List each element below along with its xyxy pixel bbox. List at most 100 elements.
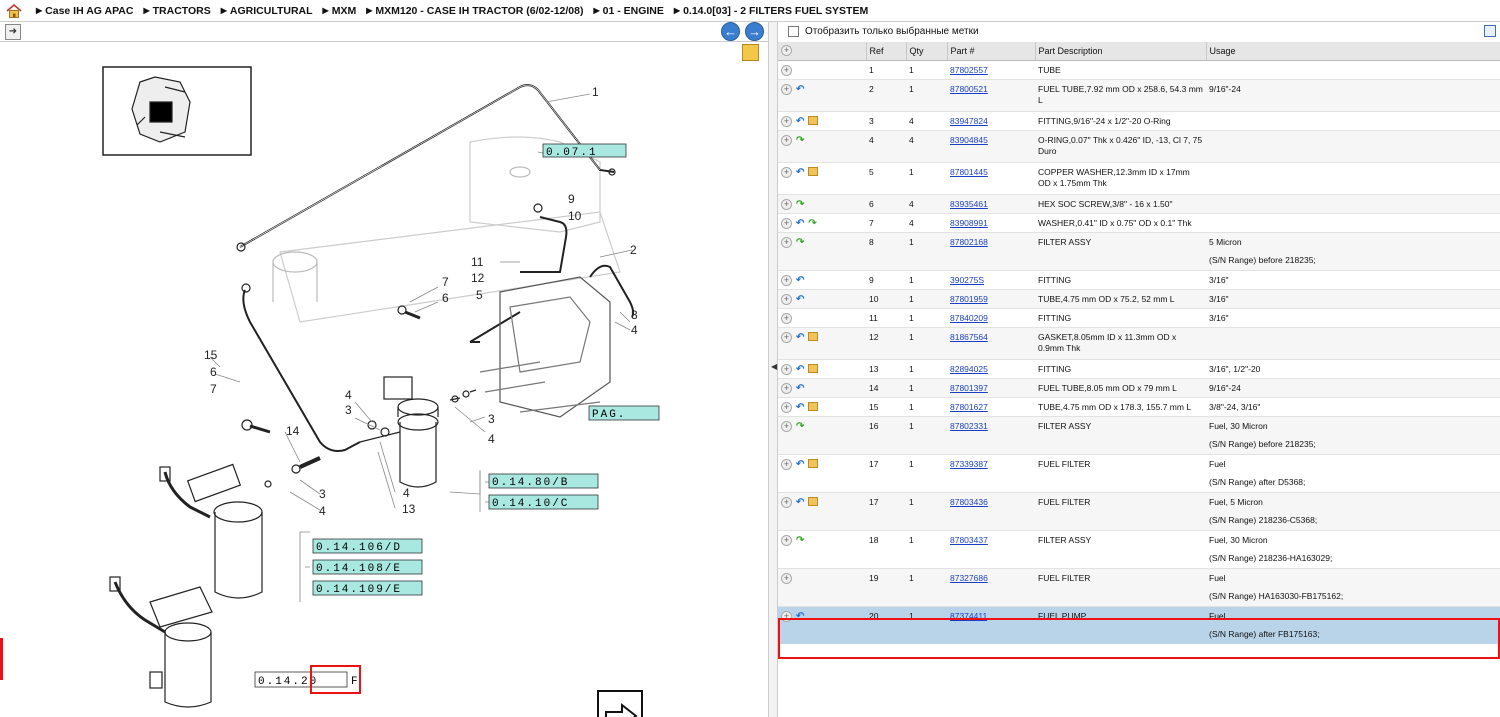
- breadcrumb-item[interactable]: ▶Case IH AG APAC: [36, 4, 134, 17]
- breadcrumb-item[interactable]: ▶AGRICULTURAL: [220, 4, 313, 17]
- breadcrumb-item[interactable]: ▶0.14.0[03] - 2 FILTERS FUEL SYSTEM: [673, 4, 869, 17]
- replace-part-icon[interactable]: ↶: [796, 458, 805, 470]
- export-diagram-icon[interactable]: ➜: [5, 24, 21, 40]
- part-number-link[interactable]: 87801959: [950, 293, 988, 304]
- col-expand[interactable]: +: [778, 42, 867, 61]
- alt-part-icon[interactable]: ↷: [796, 198, 805, 210]
- table-row-usage-detail[interactable]: (S/N Range) after D5368;: [778, 473, 1500, 492]
- col-qty[interactable]: Qty: [906, 42, 948, 61]
- home-icon[interactable]: [6, 3, 22, 18]
- exploded-diagram[interactable]: 1 2 3 4 5 6 7 9 10 11 12 13 14 15 6 7 4 …: [0, 42, 768, 717]
- part-number-link[interactable]: 83904845: [950, 134, 988, 145]
- part-number-link[interactable]: 87800521: [950, 83, 988, 94]
- expand-row-icon[interactable]: +: [781, 198, 792, 210]
- part-number-link[interactable]: 83908991: [950, 217, 988, 228]
- col-usage[interactable]: Usage: [1206, 42, 1500, 61]
- part-number-link[interactable]: 87803437: [950, 534, 988, 545]
- alt-part-icon[interactable]: ↷: [796, 236, 805, 248]
- replace-part-icon[interactable]: ↶: [796, 382, 805, 394]
- package-icon[interactable]: [808, 458, 819, 468]
- breadcrumb-item[interactable]: ▶TRACTORS: [143, 4, 211, 17]
- table-row-usage-detail[interactable]: (S/N Range) after FB175163;: [778, 625, 1500, 644]
- expand-row-icon[interactable]: +: [781, 83, 792, 95]
- replace-part-icon[interactable]: ↶: [796, 83, 805, 95]
- breadcrumb-item[interactable]: ▶MXM120 - CASE IH TRACTOR (6/02-12/08): [366, 4, 584, 17]
- expand-row-icon[interactable]: +: [781, 236, 792, 248]
- package-icon[interactable]: [808, 363, 819, 373]
- part-number-link[interactable]: 87801627: [950, 401, 988, 412]
- replace-part-icon[interactable]: ↶: [796, 293, 805, 305]
- expand-row-icon[interactable]: +: [781, 64, 792, 76]
- replace-part-icon[interactable]: ↶: [796, 363, 805, 375]
- package-icon[interactable]: [808, 401, 819, 411]
- expand-row-icon[interactable]: +: [781, 363, 792, 375]
- part-number-link[interactable]: 87801445: [950, 166, 988, 177]
- breadcrumb-item[interactable]: ▶MXM: [322, 4, 357, 17]
- export-list-icon[interactable]: [1484, 25, 1496, 37]
- breadcrumb-item[interactable]: ▶01 - ENGINE: [593, 4, 664, 17]
- expand-row-icon[interactable]: +: [781, 458, 792, 470]
- replace-part-icon[interactable]: ↶: [796, 610, 805, 622]
- expand-row-icon[interactable]: +: [781, 331, 792, 343]
- replace-part-icon[interactable]: ↶: [796, 496, 805, 508]
- table-row-usage-detail[interactable]: (S/N Range) HA163030-FB175162;: [778, 587, 1500, 606]
- replace-part-icon[interactable]: ↶: [796, 331, 805, 343]
- expand-row-icon[interactable]: +: [781, 610, 792, 622]
- pane-splitter[interactable]: ◀: [768, 22, 778, 717]
- part-number-link[interactable]: 87802168: [950, 236, 988, 247]
- part-number-link[interactable]: 87327686: [950, 572, 988, 583]
- expand-row-icon[interactable]: +: [781, 217, 792, 229]
- col-ref[interactable]: Ref: [866, 42, 907, 61]
- replace-part-icon[interactable]: ↶: [796, 274, 805, 286]
- part-number-link[interactable]: 390275S: [950, 274, 985, 285]
- part-number-link[interactable]: 87840209: [950, 312, 988, 323]
- replace-part-icon[interactable]: ↶: [796, 166, 805, 178]
- expand-row-icon[interactable]: +: [781, 534, 792, 546]
- expand-row-icon[interactable]: +: [781, 274, 792, 286]
- expand-row-icon[interactable]: +: [781, 496, 792, 508]
- package-icon[interactable]: [808, 331, 819, 341]
- table-row-usage-detail[interactable]: (S/N Range) before 218235;: [778, 435, 1500, 454]
- replace-part-icon[interactable]: ↶: [796, 217, 805, 229]
- note-icon[interactable]: [742, 44, 759, 61]
- alt-part-icon[interactable]: ↷: [808, 217, 817, 229]
- replace-part-icon[interactable]: ↶: [796, 401, 805, 413]
- expand-row-icon[interactable]: +: [781, 312, 792, 324]
- alt-part-icon[interactable]: ↷: [796, 134, 805, 146]
- alt-part-icon[interactable]: ↷: [796, 534, 805, 546]
- expand-row-icon[interactable]: +: [781, 166, 792, 178]
- part-number-link[interactable]: 87374411: [950, 610, 988, 621]
- alt-part-icon[interactable]: ↷: [796, 420, 805, 432]
- previous-page-button[interactable]: ←: [721, 22, 740, 41]
- package-icon[interactable]: [808, 115, 819, 125]
- part-number-link[interactable]: 81867564: [950, 331, 988, 342]
- part-number-link[interactable]: 87801397: [950, 382, 988, 393]
- table-row-usage-detail[interactable]: (S/N Range) 218236-C5368;: [778, 511, 1500, 530]
- table-row-usage-detail[interactable]: (S/N Range) 218236-HA163029;: [778, 549, 1500, 568]
- expand-row-icon[interactable]: +: [781, 401, 792, 413]
- expand-all-icon[interactable]: +: [781, 45, 792, 57]
- expand-row-icon[interactable]: +: [781, 420, 792, 432]
- replace-part-icon[interactable]: ↶: [796, 115, 805, 127]
- table-row-usage-detail[interactable]: (S/N Range) before 218235;: [778, 251, 1500, 270]
